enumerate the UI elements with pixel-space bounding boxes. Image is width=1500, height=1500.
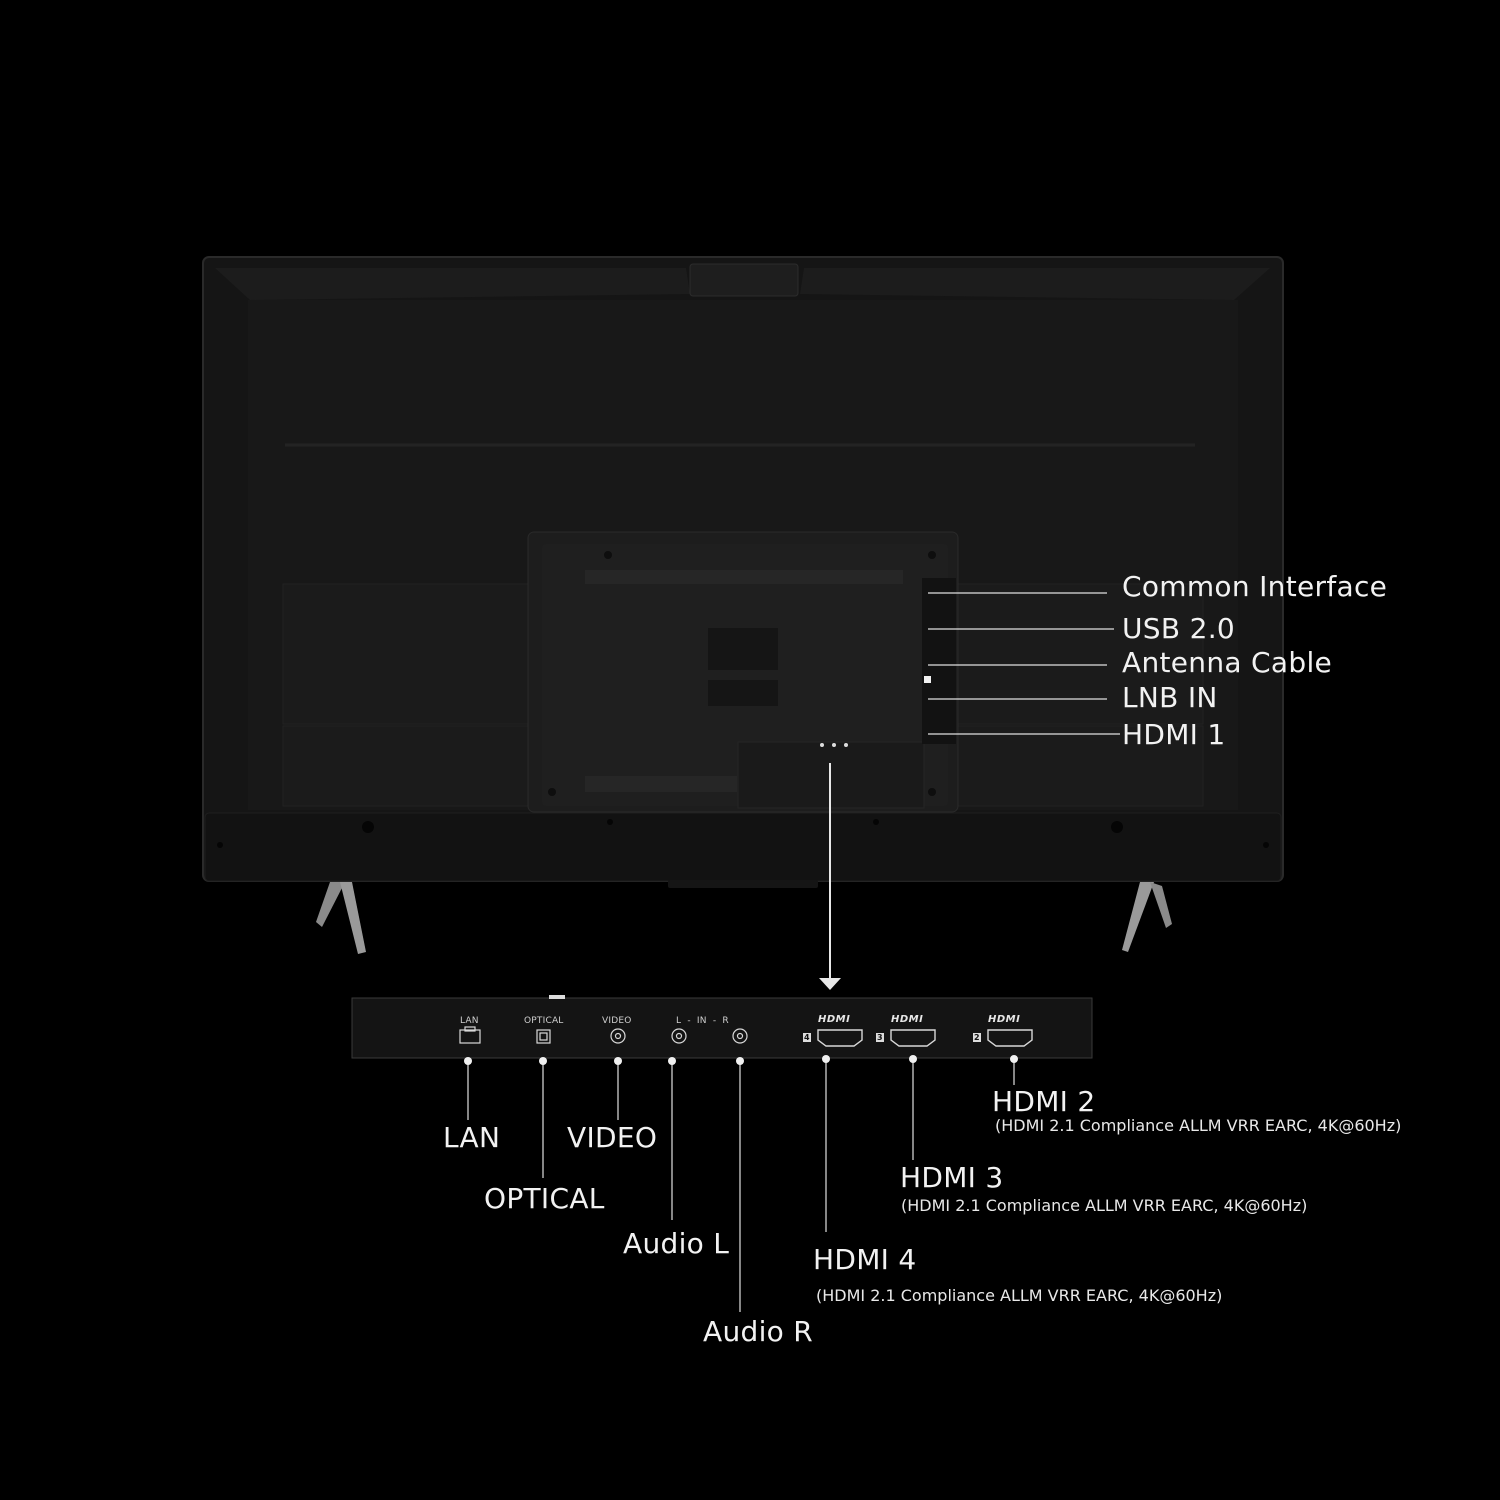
label-lan: LAN xyxy=(443,1121,501,1154)
port-dots xyxy=(464,1055,1018,1065)
label-antenna-cable: Antenna Cable xyxy=(1122,646,1333,679)
hdmi2-number-badge: 2 xyxy=(973,1033,981,1042)
connector-panel xyxy=(351,997,1093,1059)
audio-l-jack-icon xyxy=(671,1028,687,1044)
label-video: VIDEO xyxy=(567,1121,658,1154)
note-hdmi3: (HDMI 2.1 Compliance ALLM VRR EARC, 4K@6… xyxy=(901,1196,1308,1215)
label-hdmi3: HDMI 3 xyxy=(900,1161,1004,1194)
audio-r-jack-icon xyxy=(732,1028,748,1044)
panel-tag-audio-in: L - IN - R xyxy=(676,1016,729,1026)
note-hdmi2: (HDMI 2.1 Compliance ALLM VRR EARC, 4K@6… xyxy=(995,1116,1402,1135)
label-audio-r: Audio R xyxy=(703,1315,814,1348)
hdmi3-port-icon xyxy=(890,1029,936,1047)
note-hdmi4: (HDMI 2.1 Compliance ALLM VRR EARC, 4K@6… xyxy=(816,1286,1223,1305)
hdmi3-logo: HDMI xyxy=(891,1014,924,1025)
panel-tag-optical: OPTICAL xyxy=(524,1016,564,1026)
side-leader-lines xyxy=(928,592,1120,735)
hdmi4-logo: HDMI xyxy=(818,1014,851,1025)
hdmi4-number-badge: 4 xyxy=(803,1033,811,1042)
video-jack-icon xyxy=(610,1028,626,1044)
label-audio-l: Audio L xyxy=(623,1227,730,1260)
label-hdmi2: HDMI 2 xyxy=(992,1085,1096,1118)
panel-tag-lan: LAN xyxy=(460,1016,479,1026)
label-common-interface: Common Interface xyxy=(1122,570,1388,603)
hdmi2-port-icon xyxy=(987,1029,1033,1047)
label-optical: OPTICAL xyxy=(484,1182,605,1215)
arrow-down-icon xyxy=(819,978,841,990)
label-lnb-in: LNB IN xyxy=(1122,681,1218,714)
right-stand-leg xyxy=(1122,882,1172,952)
label-hdmi4: HDMI 4 xyxy=(813,1243,917,1276)
hdmi4-port-icon xyxy=(817,1029,863,1047)
left-stand-leg xyxy=(316,882,366,954)
optical-port-icon xyxy=(536,1029,551,1044)
label-usb: USB 2.0 xyxy=(1122,612,1236,645)
bottom-leader-lines xyxy=(467,1059,1015,1312)
panel-tag-video: VIDEO xyxy=(602,1016,632,1026)
lan-port-icon xyxy=(459,1026,481,1044)
hdmi2-logo: HDMI xyxy=(988,1014,1021,1025)
label-hdmi1: HDMI 1 xyxy=(1122,718,1226,751)
hdmi3-number-badge: 3 xyxy=(876,1033,884,1042)
